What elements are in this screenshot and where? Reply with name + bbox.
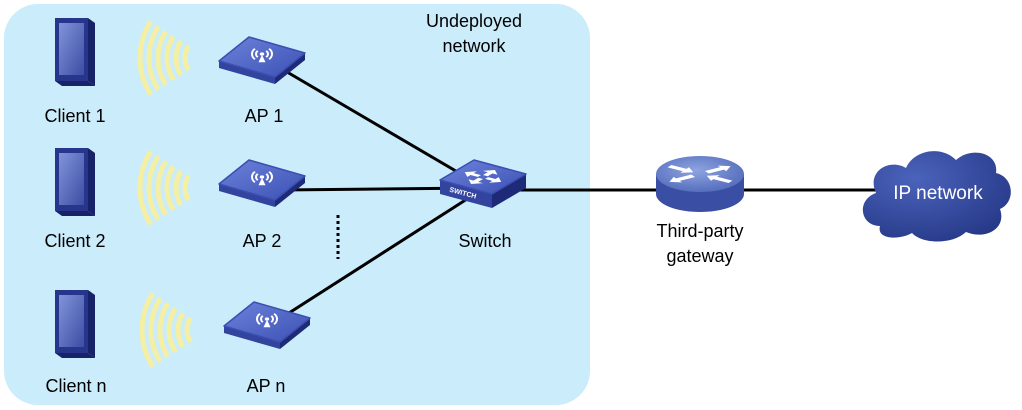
client-1-label: Client 1 — [44, 106, 105, 126]
client-2-label: Client 2 — [44, 231, 105, 251]
ap-1-label: AP 1 — [245, 106, 284, 126]
router-icon — [656, 156, 744, 212]
ap-n-label: AP n — [247, 376, 286, 396]
client-2-tablet-icon — [55, 148, 95, 216]
client-n-tablet-icon — [55, 290, 95, 358]
gateway-label-line2: gateway — [666, 246, 733, 266]
ap-2-label: AP 2 — [243, 231, 282, 251]
client-n-label: Client n — [45, 376, 106, 396]
router-arrows-icon — [667, 164, 733, 184]
switch-arrows-icon — [464, 170, 502, 184]
cloud-icon: IP network — [862, 151, 1011, 242]
link-apn-switch — [277, 190, 479, 322]
zone-title-line1: Undeployed — [426, 11, 522, 31]
cloud-shape — [862, 151, 1011, 242]
zone-title-line2: network — [442, 36, 506, 56]
switch-label: Switch — [458, 231, 511, 251]
undeployed-network-zone — [4, 4, 590, 405]
link-ap1-switch — [269, 60, 479, 186]
gateway-label-line1: Third-party — [656, 221, 743, 241]
cloud-label: IP network — [893, 183, 983, 204]
client-1-tablet-icon — [55, 18, 95, 86]
switch-icon: SWITCH — [439, 159, 527, 208]
